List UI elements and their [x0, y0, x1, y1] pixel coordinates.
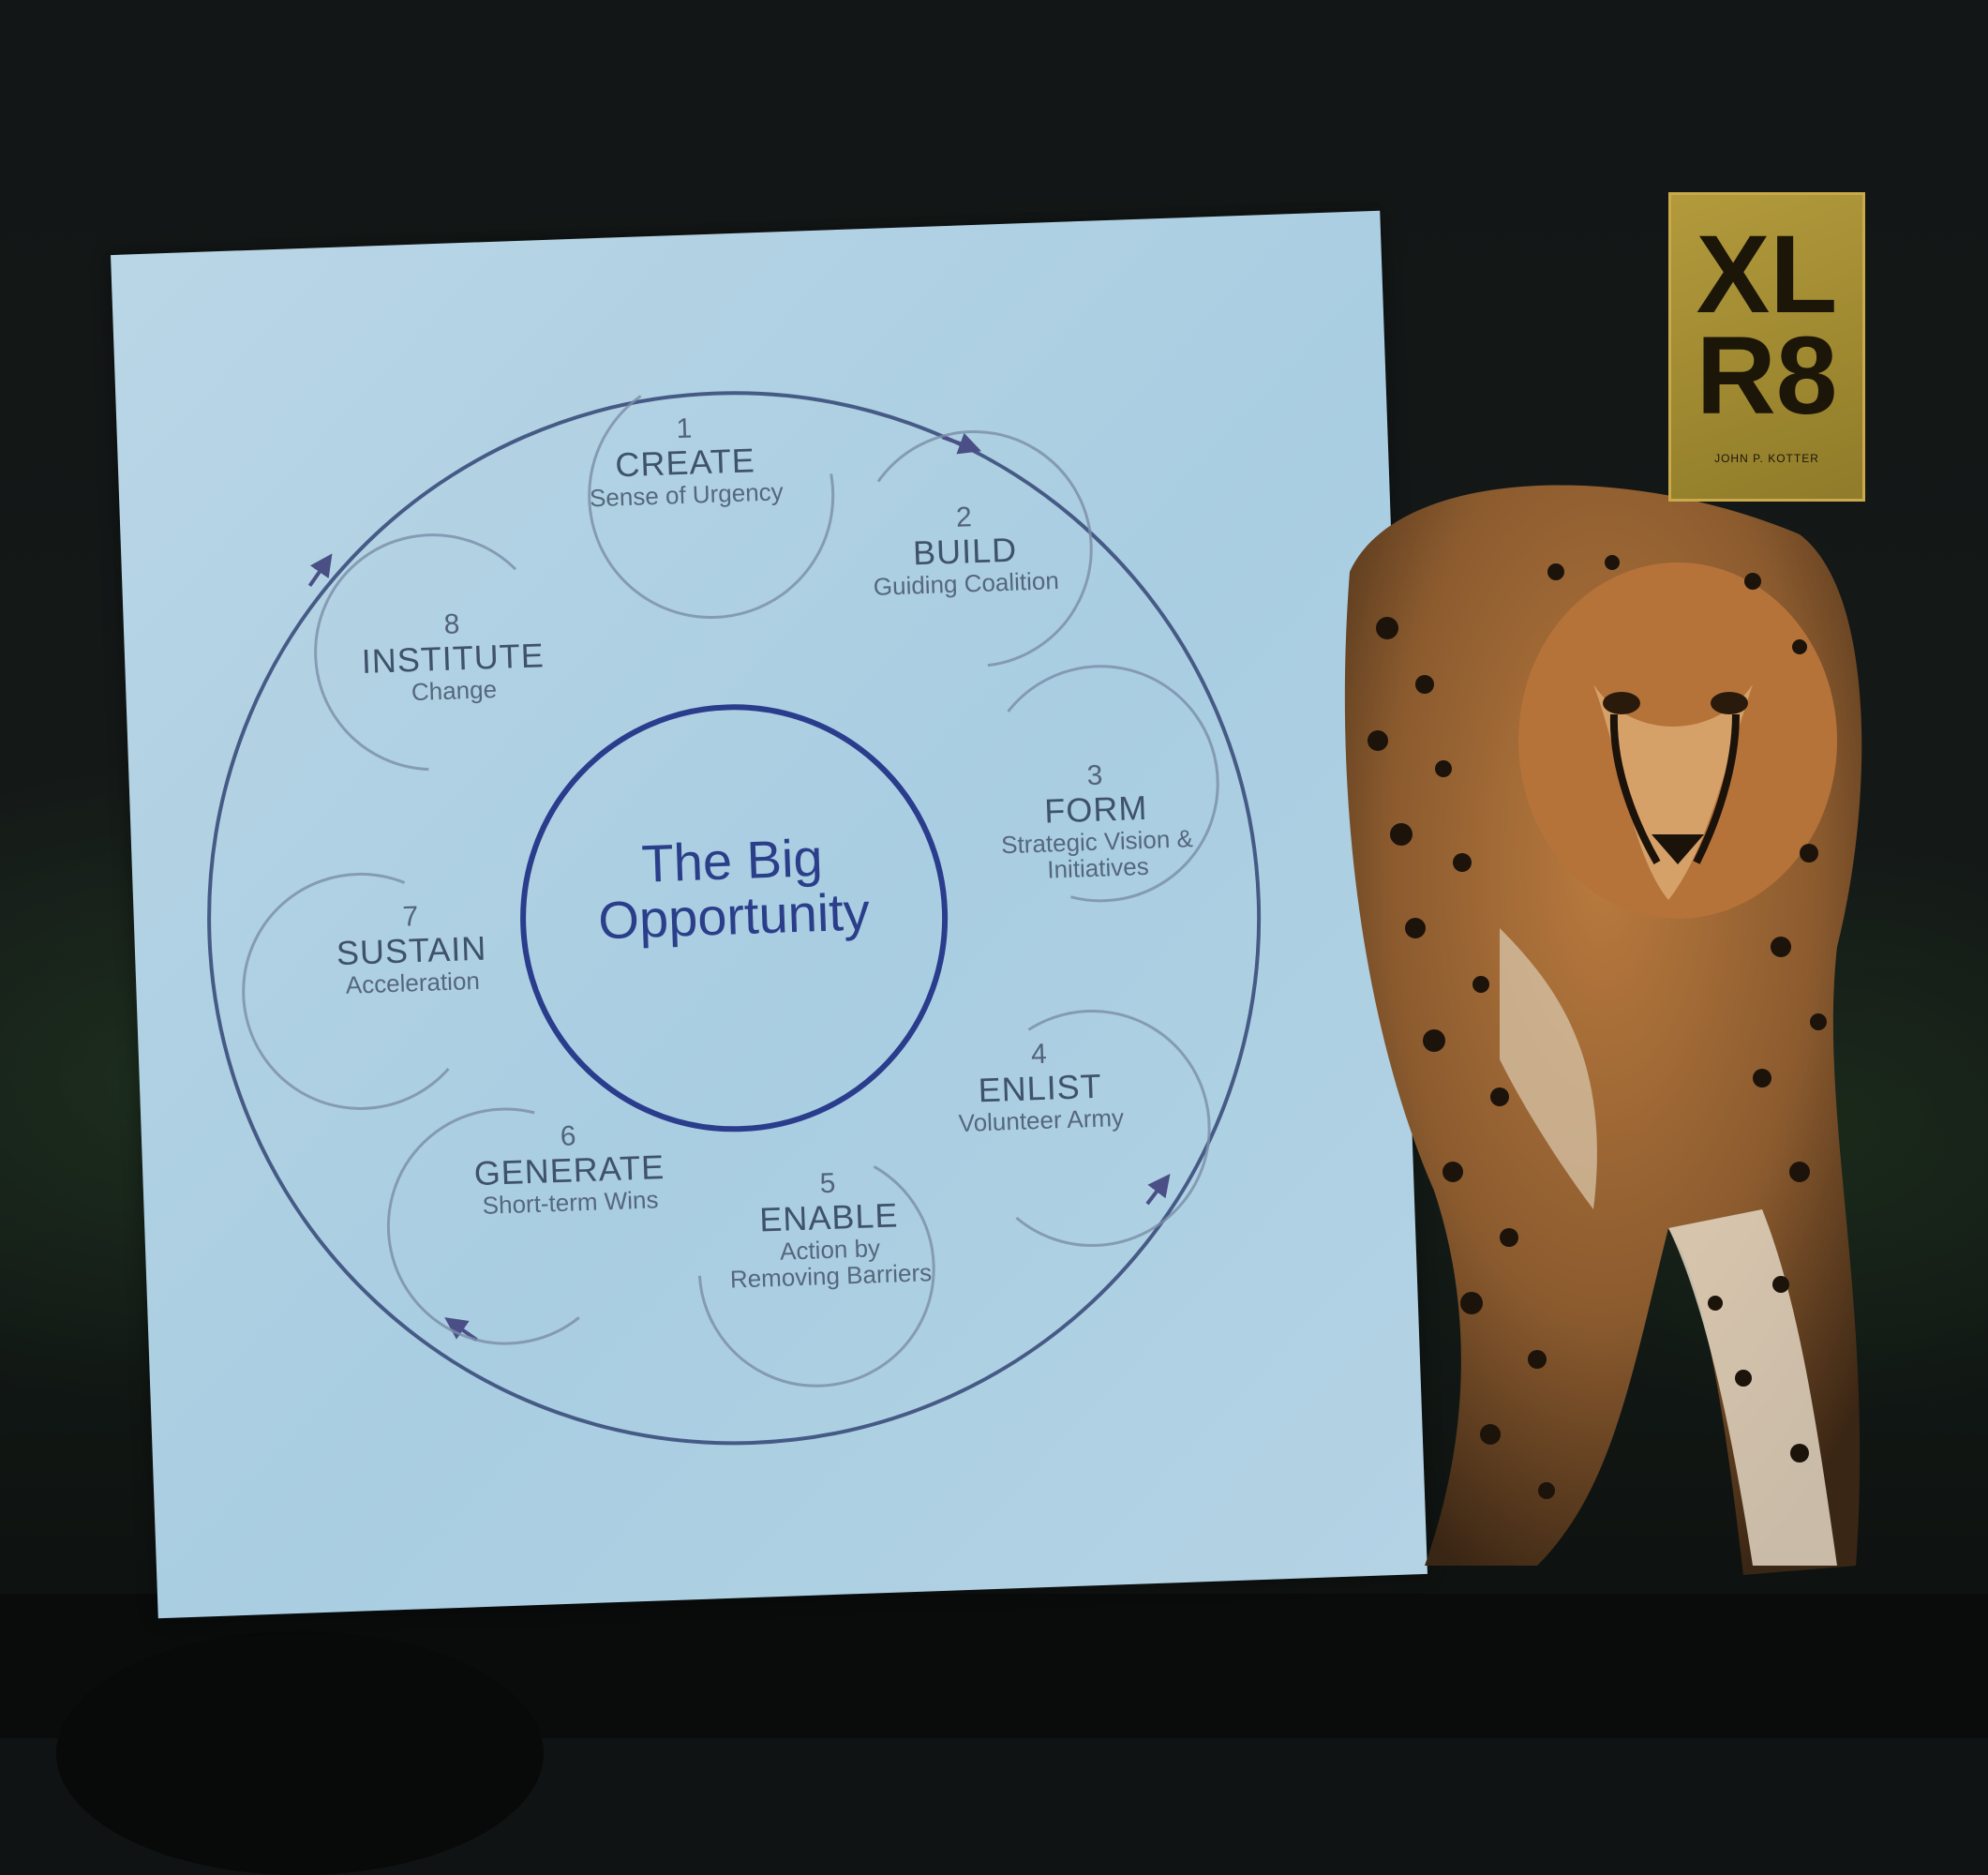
- cheetah-chest: [1500, 928, 1597, 1209]
- change-model-diagram-card: The Big Opportunity 1 CREATE Sense of Ur…: [111, 210, 1427, 1619]
- step-4-enlist: 4 ENLIST Volunteer Army: [931, 1035, 1149, 1137]
- outer-arrow-left: [307, 553, 333, 588]
- cheetah-tear-lines: [1609, 713, 1740, 864]
- diagram-svg: [207, 391, 1262, 1446]
- cheetah-photo: [1344, 485, 1862, 1575]
- step-loop-1: [588, 395, 835, 620]
- step-6-generate: 6 GENERATE Short-term Wins: [451, 1117, 688, 1220]
- center-title: The Big Opportunity: [525, 827, 941, 952]
- outer-arrow-bottom: [444, 1317, 478, 1342]
- step-description: Strategic Vision & Initiatives: [1000, 823, 1194, 884]
- step-loop-2: [876, 430, 1093, 668]
- audience-head-silhouette: [56, 1631, 544, 1875]
- cheetah-nose: [1652, 834, 1704, 864]
- step-3-form: 3 FORM Strategic Vision & Initiatives: [959, 756, 1234, 887]
- step-loop-8: [314, 533, 517, 772]
- cheetah-left-eye: [1603, 692, 1640, 714]
- step-description: Action by Removing Barriers: [729, 1233, 933, 1294]
- badge-author: JOHN P. KOTTER: [1714, 452, 1819, 465]
- step-loop-3: [1007, 665, 1219, 903]
- step-loop-5: [697, 1164, 935, 1388]
- step-2-build: 2 BUILD Guiding Coalition: [860, 499, 1069, 600]
- step-loops: [242, 395, 1219, 1388]
- center-circle: [520, 704, 949, 1132]
- badge-text-line1: XL: [1696, 213, 1838, 337]
- cheetah-spots: [1368, 555, 1827, 1499]
- outer-arrow-top: [941, 432, 982, 455]
- step-8-institute: 8 INSTITUTE Change: [330, 605, 576, 708]
- step-loop-4: [1015, 1010, 1211, 1247]
- cheetah-right-eye: [1711, 692, 1748, 714]
- step-1-create: 1 CREATE Sense of Urgency: [575, 410, 794, 512]
- cheetah-face-mask: [1593, 684, 1753, 900]
- step-loop-6: [386, 1107, 580, 1345]
- step-verb: INSTITUTE: [361, 636, 546, 681]
- step-loop-7: [242, 872, 450, 1110]
- badge-text-line2: R8: [1696, 314, 1838, 438]
- photo-scene: The Big Opportunity 1 CREATE Sense of Ur…: [0, 0, 1988, 1738]
- outer-arrow-right: [1145, 1173, 1171, 1206]
- outer-cycle-ring: [207, 391, 1262, 1446]
- step-5-enable: 5 ENABLE Action by Removing Barriers: [720, 1164, 939, 1294]
- step-7-sustain: 7 SUSTAIN Acceleration: [292, 897, 530, 1000]
- book-cover-badge: XL R8 JOHN P. KOTTER: [1668, 192, 1865, 502]
